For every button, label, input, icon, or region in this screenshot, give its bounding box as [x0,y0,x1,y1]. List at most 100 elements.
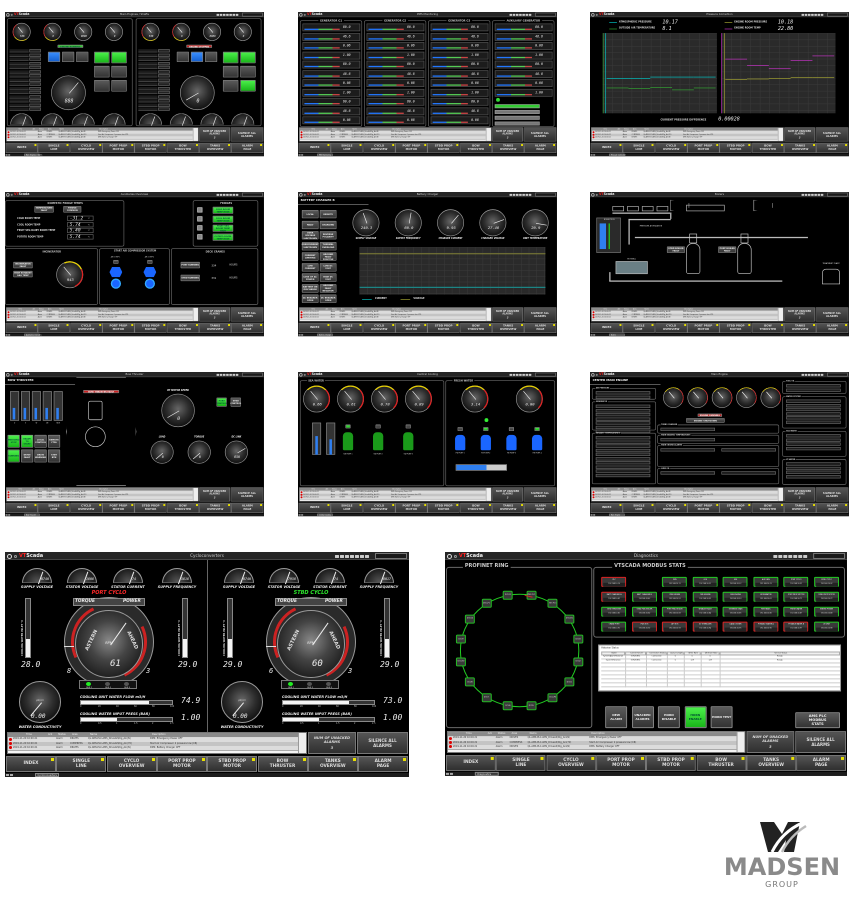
filter-icon[interactable] [817,193,820,196]
display-icon[interactable] [804,373,807,376]
page-tab[interactable]: Pressure Correction [609,153,626,157]
grid-icon[interactable] [522,373,525,376]
nav-alarm-page[interactable]: ALARM PAGE [524,142,557,154]
silence-all-alarms-button[interactable]: SILENCE ALL ALARMS [357,732,408,754]
mode-button[interactable] [47,51,61,62]
pump-status[interactable] [345,424,351,429]
alarm-list-scrollbar[interactable] [192,128,198,141]
nav-port-prop-motor[interactable]: PORT PROP MOTOR [102,142,135,154]
nav-index[interactable]: INDEX [445,754,496,771]
alarm-list-hscrollbar[interactable] [591,498,778,501]
table-row[interactable] [601,663,841,668]
nav-bow-thruster[interactable]: BOW THRUSTER [751,142,784,154]
profinet-node[interactable]: SEC PLC [547,598,558,608]
display-icon[interactable] [512,13,515,16]
alarm-list-scrollbar[interactable] [777,308,783,321]
control-button[interactable] [94,65,110,78]
nav-bow-thruster[interactable]: BOW THRUSTER [459,142,492,154]
engine-running-badge[interactable]: ENGINE RUNNING [697,413,723,417]
status-button[interactable]: GROUND FAULT NEGATIVE [319,283,337,293]
windows-icon[interactable] [8,153,11,156]
layers-icon[interactable] [222,193,226,196]
nav-cyclo-overview[interactable]: CYCLO OVERVIEW [363,502,396,514]
bow-thruster-alarm[interactable]: BOW THRUSTER FAULT [83,389,120,394]
alarm-list-hscrollbar[interactable] [299,498,486,501]
compressor-status[interactable] [113,259,119,264]
menu-icon[interactable] [590,153,593,156]
page-tab[interactable]: PMS Monitoring [317,153,333,157]
home-icon[interactable] [453,554,457,558]
control-button[interactable] [240,65,256,78]
nav-single-line[interactable]: SINGLE LINE [622,322,655,334]
nav-index[interactable]: INDEX [5,502,38,514]
nav-single-line[interactable]: SINGLE LINE [622,502,655,514]
mode-button[interactable] [76,51,89,62]
filter-icon[interactable] [232,373,235,376]
grid-icon[interactable] [522,193,525,196]
crane-button[interactable]: PORT RUNNING [180,261,200,269]
nav-bow-thruster[interactable]: BOW THRUSTER [751,322,784,334]
home-icon[interactable] [13,554,17,558]
display-icon[interactable] [219,373,222,376]
nav-index[interactable]: INDEX [6,755,56,772]
nav-alarm-page[interactable]: ALARM PAGE [816,502,849,514]
silence-all-alarms-button[interactable]: SILENCE ALL ALARMS [230,307,264,322]
nav-bow-thruster[interactable]: BOW THRUSTER [166,502,199,514]
profinet-node[interactable]: DCU-P3 [547,693,558,703]
pen-icon[interactable] [773,554,777,558]
nav-cyclo-overview[interactable]: CYCLO OVERVIEW [655,322,688,334]
nav-alarm-page[interactable]: ALARM PAGE [524,502,557,514]
fridge-alarm-button[interactable]: COOL ROOM TEMP HIGH [212,215,234,223]
layers-icon[interactable] [515,193,519,196]
nav-stbd-prop-motor[interactable]: STBD PROP MOTOR [719,502,752,514]
profinet-node[interactable]: DCU1 [564,677,575,687]
page-tab[interactable]: Auxiliaries Overview [24,333,41,337]
alarm-list-scrollbar[interactable] [777,128,783,141]
nav-single-line[interactable]: SINGLE LINE [37,502,70,514]
status-button[interactable]: FAULT [301,220,319,229]
nav-tanks-overview[interactable]: TANKS OVERVIEW [492,142,525,154]
nav-tanks-overview[interactable]: TANKS OVERVIEW [784,322,817,334]
nav-single-line[interactable]: SINGLE LINE [330,142,363,154]
alarm-list-scrollbar[interactable] [192,308,198,321]
alarm-list-hscrollbar[interactable] [8,750,298,753]
status-button[interactable]: CURRENT LIMITING [301,252,319,261]
display-icon[interactable] [804,193,807,196]
boiler-fault-button[interactable]: STBD BOILER FAULT [666,246,685,253]
pen-icon[interactable] [216,13,219,16]
page-tab[interactable]: Cycloconverters [35,772,59,777]
status-button[interactable]: HIGH DC VOLT [319,273,337,282]
nav-alarm-page[interactable]: ALARM PAGE [358,755,409,772]
grid-icon[interactable] [814,193,817,196]
status-button[interactable]: AC BREAKER OPEN [301,294,319,303]
menu-icon[interactable] [5,333,8,336]
nav-bow-thruster[interactable]: BOW THRUSTER [257,755,308,772]
thruster-button[interactable]: LOCAL CONTROL [34,434,47,448]
nav-bow-thruster[interactable]: BOW THRUSTER [459,502,492,514]
grid-icon[interactable] [229,193,232,196]
settings-icon[interactable] [788,554,792,558]
back-icon[interactable] [299,192,303,197]
control-button[interactable] [111,79,127,92]
mode-button[interactable] [176,51,189,62]
thruster-button[interactable]: STBY BTN [47,449,61,463]
menu-icon[interactable] [445,772,449,775]
layers-icon[interactable] [807,193,811,196]
control-button[interactable] [94,79,110,92]
fridge-alarm-button[interactable]: POTATO ROOM TEMP HIGH [212,233,234,241]
nav-port-prop-motor[interactable]: PORT PROP MOTOR [395,142,428,154]
grid-icon[interactable] [355,554,359,558]
nav-port-prop-motor[interactable]: PORT PROP MOTOR [687,142,720,154]
